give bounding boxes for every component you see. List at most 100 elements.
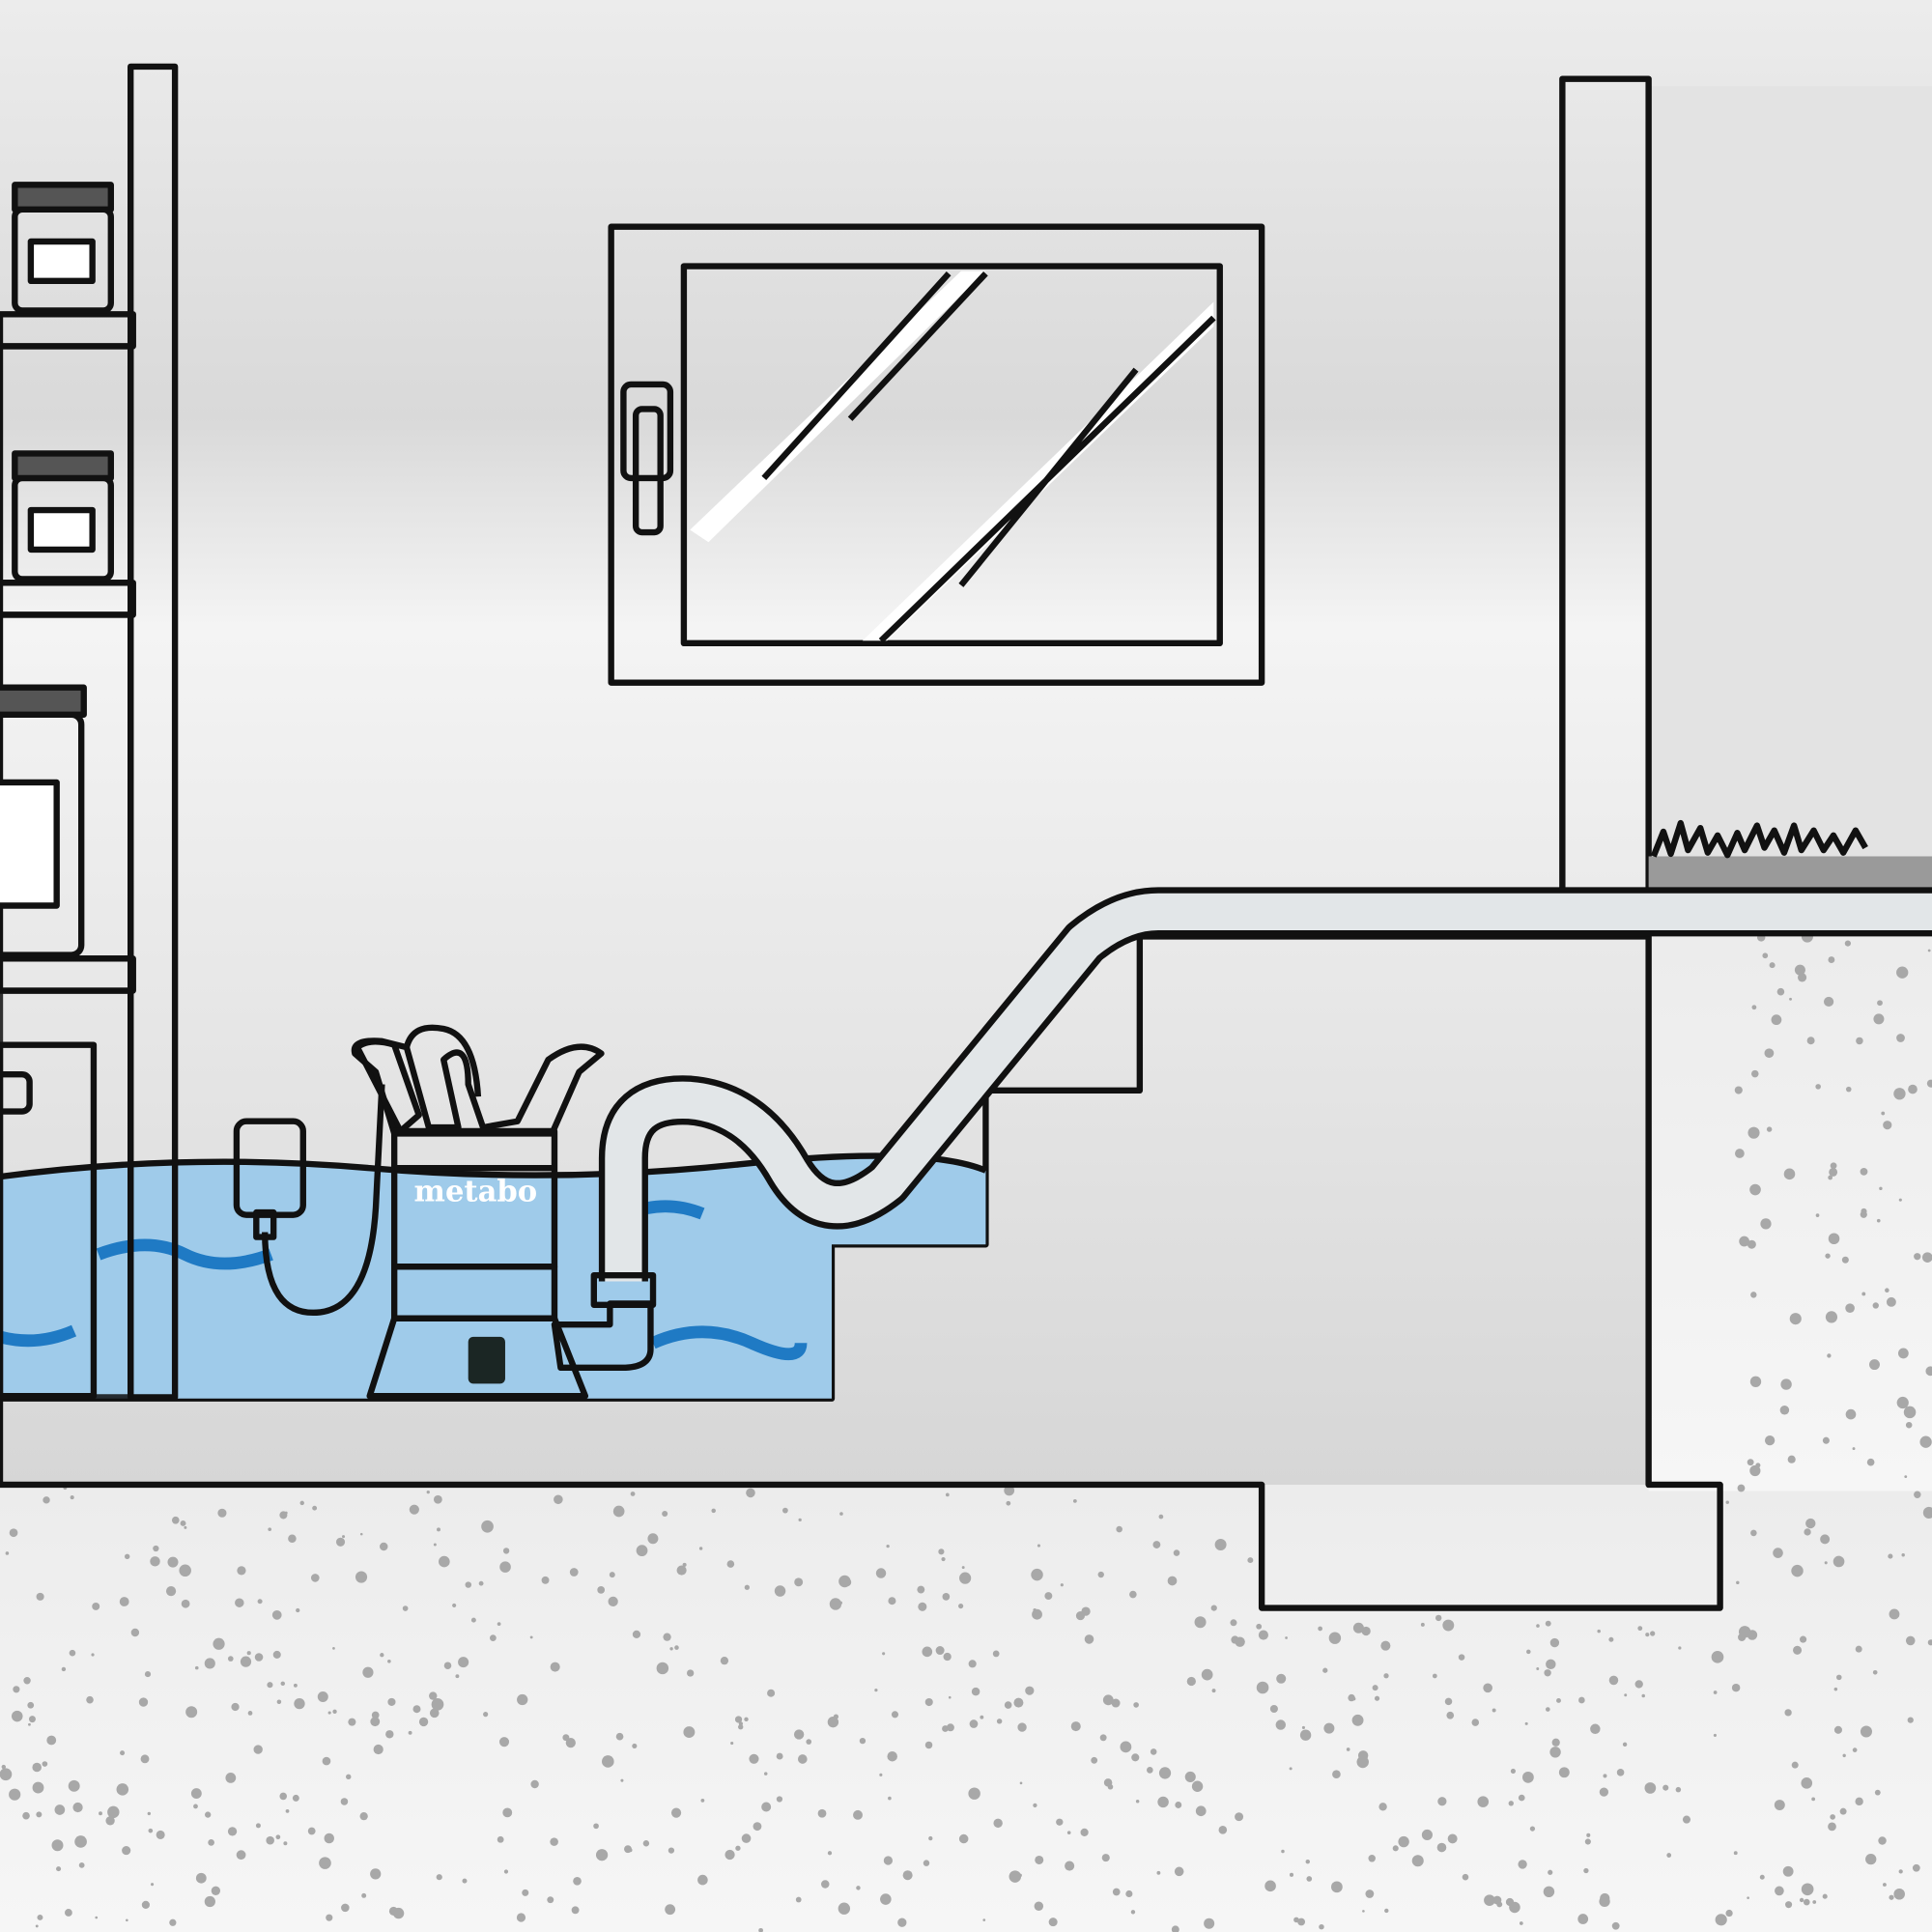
soil-speckle	[1833, 1687, 1838, 1691]
soil-speckle	[355, 1571, 368, 1583]
soil-speckle	[499, 1561, 511, 1573]
soil-speckle	[1804, 1528, 1811, 1536]
soil-speckle	[794, 1577, 804, 1587]
soil-speckle	[341, 1903, 350, 1913]
soil-speckle	[1616, 1769, 1625, 1776]
soil-speckle	[332, 1709, 337, 1715]
soil-speckle	[1492, 1708, 1496, 1713]
soil-speckle	[1066, 1831, 1071, 1834]
soil-speckle	[817, 1808, 827, 1818]
soil-speckle	[443, 1662, 452, 1670]
soil-speckle	[1869, 1359, 1880, 1371]
soil-speckle	[630, 1492, 636, 1496]
soil-speckle	[32, 1762, 42, 1773]
soil-speckle	[1031, 1568, 1043, 1581]
soil-speckle	[211, 1886, 221, 1895]
soil-speckle	[1805, 1518, 1816, 1529]
soil-speckle	[1281, 1849, 1285, 1854]
soil-speckle	[148, 1828, 154, 1833]
soil-speckle	[1299, 1729, 1312, 1741]
soil-speckle	[1912, 1863, 1920, 1872]
soil-speckle	[1904, 1475, 1908, 1479]
soil-speckle	[1747, 1459, 1754, 1466]
soil-speckle	[1764, 1048, 1775, 1059]
soil-speckle	[1785, 1901, 1793, 1909]
soil-speckle	[1919, 1435, 1932, 1448]
soil-speckle	[1518, 1794, 1525, 1802]
soil-speckle	[324, 1833, 334, 1844]
soil-speckle	[1297, 1918, 1306, 1926]
soil-speckle	[1793, 1645, 1803, 1655]
soil-speckle	[1411, 1855, 1424, 1867]
soil-speckle	[237, 1566, 246, 1576]
soil-speckle	[1301, 1725, 1305, 1729]
soil-speckle	[683, 1726, 696, 1739]
soil-speckle	[276, 1699, 282, 1705]
soil-speckle	[1348, 1693, 1355, 1702]
soil-speckle	[806, 1739, 812, 1745]
soil-speckle	[1080, 1828, 1089, 1836]
soil-speckle	[1749, 1464, 1761, 1477]
soil-speckle	[22, 1811, 30, 1820]
soil-speckle	[1372, 1685, 1378, 1691]
soil-speckle	[458, 1657, 469, 1668]
soil-speckle	[1852, 1747, 1858, 1752]
soil-speckle	[119, 1597, 129, 1606]
soil-speckle	[882, 1652, 886, 1656]
soil-speckle	[1624, 1693, 1628, 1697]
soil-speckle	[1549, 1637, 1560, 1648]
soil-speckle	[1739, 1236, 1750, 1247]
soil-speckle	[1815, 1084, 1821, 1090]
soil-speckle	[1634, 1680, 1643, 1689]
soil-speckle	[1444, 1697, 1453, 1706]
soil-speckle	[838, 1902, 851, 1915]
soil-speckle	[436, 1874, 442, 1881]
soil-speckle	[9, 1788, 21, 1801]
soil-speckle	[387, 1697, 396, 1706]
soil-speckle	[1462, 1873, 1469, 1881]
soil-speckle	[452, 1603, 457, 1608]
soil-speckle	[1787, 1455, 1796, 1463]
soil-speckle	[433, 1494, 442, 1504]
soil-speckle	[268, 1527, 272, 1531]
soil-speckle	[28, 1716, 36, 1723]
soil-speckle	[1421, 1829, 1433, 1841]
soil-speckle	[455, 1674, 460, 1679]
soil-speckle	[1650, 1631, 1656, 1636]
soil-speckle	[465, 1581, 472, 1588]
soil-speckle	[1896, 966, 1909, 979]
soil-speckle	[670, 1807, 682, 1818]
soil-speckle	[573, 1876, 582, 1886]
soil-speckle	[1306, 1876, 1313, 1882]
soil-speckle	[609, 1572, 615, 1578]
soil-speckle	[1351, 1714, 1364, 1726]
soil-speckle	[1194, 1616, 1207, 1629]
soil-speckle	[502, 1807, 513, 1818]
soil-speckle	[340, 1798, 349, 1805]
soil-speckle	[36, 1592, 44, 1601]
soil-speckle	[1873, 1013, 1885, 1025]
soil-speckle	[1131, 1753, 1140, 1762]
soil-speckle	[153, 1545, 159, 1552]
soil-speckle	[1483, 1683, 1492, 1693]
soil-speckle	[923, 1860, 930, 1866]
jar	[12, 182, 114, 314]
soil-speckle	[1032, 1608, 1042, 1620]
soil-speckle	[51, 1839, 64, 1852]
soil-speckle	[1204, 1918, 1215, 1929]
soil-speckle	[1844, 940, 1851, 947]
soil-speckle	[130, 1628, 140, 1637]
soil-speckle	[1825, 1311, 1838, 1323]
soil-speckle	[1586, 1833, 1591, 1837]
soil-speckle	[793, 1729, 805, 1740]
soil-speckle	[1736, 1580, 1740, 1585]
soil-speckle	[1218, 1826, 1228, 1834]
soil-speckle	[776, 1752, 783, 1760]
soil-speckle	[402, 1605, 409, 1611]
soil-speckle	[184, 1525, 187, 1529]
float-switch	[233, 1084, 385, 1317]
soil-speckle	[724, 1849, 735, 1861]
soil-speckle	[1738, 1626, 1751, 1638]
soil-speckle	[1815, 1213, 1820, 1217]
soil-speckle	[1711, 1650, 1724, 1663]
